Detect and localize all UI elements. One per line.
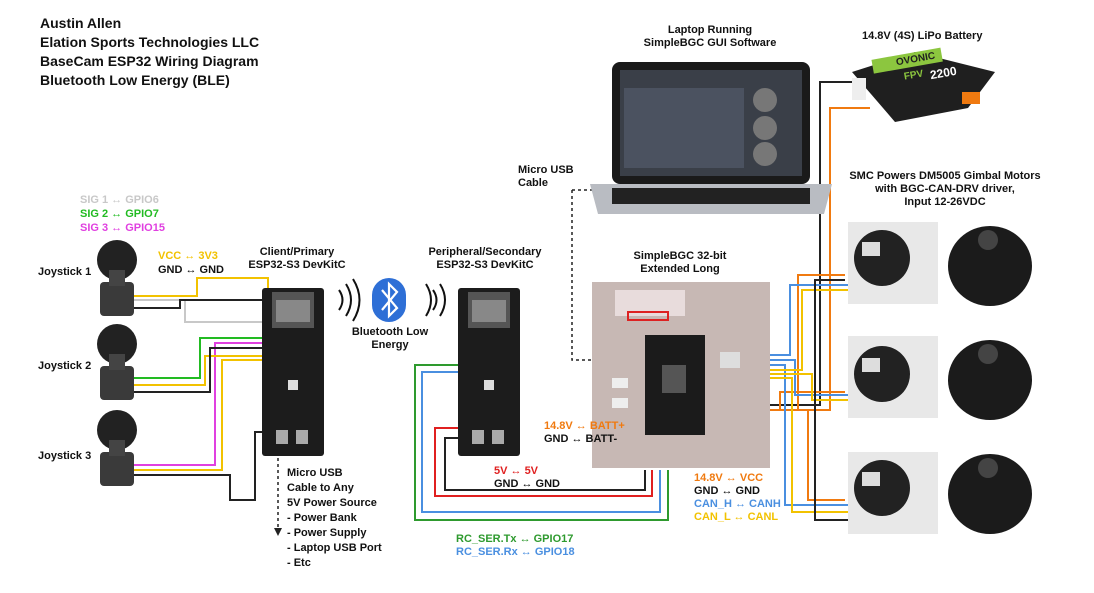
client-label-line1: Client/Primary bbox=[259, 246, 335, 258]
laptop-label-line2: SimpleBGC GUI Software bbox=[643, 37, 777, 50]
header-company: Elation Sports Technologies LLC bbox=[40, 34, 260, 50]
wire-vcc-3 bbox=[130, 359, 268, 471]
battery-image bbox=[852, 47, 995, 122]
joystick-3-image bbox=[97, 410, 137, 486]
laptop-cable-line1: Micro USB bbox=[518, 164, 574, 176]
wire-gnd-2 bbox=[130, 347, 268, 393]
laptop-label-line1: Laptop Running bbox=[667, 24, 753, 36]
wire-motor-gnd bbox=[814, 279, 848, 521]
wire-motor3-vcc bbox=[807, 410, 845, 501]
usb-power-line: - Power Supply bbox=[287, 527, 367, 539]
wire-gnd-3 bbox=[130, 431, 270, 501]
joystick-2-image bbox=[97, 324, 137, 400]
wire-sig2 bbox=[130, 337, 268, 379]
laptop-cable-label: Micro USB Cable bbox=[518, 164, 574, 190]
batt-pos-label: 14.8V ↔ BATT+ bbox=[544, 420, 625, 432]
sig1-label: SIG 1 ↔ GPIO6 bbox=[80, 194, 159, 206]
laptop-cable-line2: Cable bbox=[518, 177, 548, 190]
gnd5-label: GND ↔ GND bbox=[494, 478, 560, 490]
client-label: Client/Primary ESP32-S3 DevKitC bbox=[242, 246, 352, 272]
peripheral-label-line2: ESP32-S3 DevKitC bbox=[436, 259, 534, 272]
wire-tx bbox=[414, 364, 669, 521]
canh-label: CAN_H ↔ CANH bbox=[694, 498, 781, 510]
usb-power-line: - Etc bbox=[287, 557, 311, 569]
canl-label: CAN_L ↔ CANL bbox=[694, 511, 779, 523]
wire-gnd bbox=[130, 299, 268, 309]
motor-label: SMC Powers DM5005 Gimbal Motors with BGC… bbox=[830, 170, 1060, 210]
bluetooth-label-line2: Energy bbox=[371, 339, 409, 352]
motor-3-image bbox=[848, 452, 1032, 534]
joystick-1-label: Joystick 1 bbox=[38, 266, 92, 278]
wire-vcc bbox=[130, 277, 269, 305]
wire-gnd-5v bbox=[444, 437, 646, 491]
joystick-1-image bbox=[97, 240, 137, 316]
v5-label: 5V ↔ 5V bbox=[494, 465, 539, 477]
motor-1-image bbox=[848, 222, 1032, 306]
peripheral-label: Peripheral/Secondary ESP32-S3 DevKitC bbox=[420, 246, 550, 272]
wire-rx bbox=[421, 371, 661, 513]
usb-power-line: - Power Bank bbox=[287, 512, 357, 524]
joystick-2-label: Joystick 2 bbox=[38, 360, 92, 372]
sig3-label: SIG 3 ↔ GPIO15 bbox=[80, 222, 165, 234]
header-block: Austin Allen Elation Sports Technologies… bbox=[40, 14, 259, 90]
down-arrow-icon bbox=[274, 528, 282, 536]
gnd-label: GND ↔ GND bbox=[158, 264, 224, 276]
header-title: BaseCam ESP32 Wiring Diagram bbox=[40, 53, 259, 69]
wire-vcc-2 bbox=[130, 355, 268, 386]
vcc-label: VCC ↔ 3V3 bbox=[158, 250, 218, 262]
sig2-label: SIG 2 ↔ GPIO7 bbox=[80, 208, 159, 220]
controller-label-line2: Extended Long bbox=[640, 263, 720, 276]
usb-power-line: Cable to Any bbox=[287, 482, 354, 494]
bluetooth-label-line1: Bluetooth Low bbox=[351, 326, 429, 338]
signal-waves-icon bbox=[338, 278, 446, 322]
battery-label: 14.8V (4S) LiPo Battery bbox=[862, 30, 983, 42]
motor-label-line2: with BGC-CAN-DRV driver, bbox=[875, 183, 1015, 196]
usb-power-line: - Laptop USB Port bbox=[287, 542, 382, 554]
wire-motor2-vcc bbox=[779, 391, 845, 410]
usb-power-line: Micro USB bbox=[287, 467, 343, 479]
vcc148-label: 14.8V ↔ VCC bbox=[694, 472, 764, 484]
client-esp32-board bbox=[262, 288, 324, 456]
controller-label: SimpleBGC 32-bit Extended Long bbox=[610, 250, 750, 276]
laptop-label: Laptop Running SimpleBGC GUI Software bbox=[620, 24, 800, 50]
usb-power-list: Micro USB Cable to Any 5V Power Source -… bbox=[287, 466, 382, 571]
controller-label-line1: SimpleBGC 32-bit bbox=[633, 250, 727, 262]
tx-label: RC_SER.Tx ↔ GPIO17 bbox=[456, 533, 574, 545]
wire-motor1-vcc bbox=[797, 274, 845, 410]
rx-label: RC_SER.Rx ↔ GPIO18 bbox=[456, 546, 575, 558]
motor-label-line3: Input 12-26VDC bbox=[904, 196, 986, 209]
bluetooth-icon bbox=[372, 278, 406, 322]
controller-board bbox=[592, 282, 770, 468]
peripheral-esp32-board bbox=[458, 288, 520, 456]
motor-label-line1: SMC Powers DM5005 Gimbal Motors bbox=[849, 170, 1041, 182]
wire-sig1 bbox=[130, 299, 268, 323]
wire-5v bbox=[434, 427, 653, 497]
gnd-can-label: GND ↔ GND bbox=[694, 485, 760, 497]
client-label-line2: ESP32-S3 DevKitC bbox=[248, 259, 346, 272]
header-author: Austin Allen bbox=[40, 15, 122, 31]
laptop-image bbox=[590, 62, 832, 214]
header-subtitle: Bluetooth Low Energy (BLE) bbox=[40, 72, 230, 88]
joystick-3-label: Joystick 3 bbox=[38, 450, 92, 462]
usb-power-line: 5V Power Source bbox=[287, 497, 377, 509]
bluetooth-label: Bluetooth Low Energy bbox=[340, 326, 440, 352]
peripheral-label-line1: Peripheral/Secondary bbox=[428, 246, 542, 258]
wire-sig3 bbox=[130, 342, 268, 466]
batt-neg-label: GND ↔ BATT- bbox=[544, 433, 618, 445]
motor-2-image bbox=[848, 336, 1032, 420]
